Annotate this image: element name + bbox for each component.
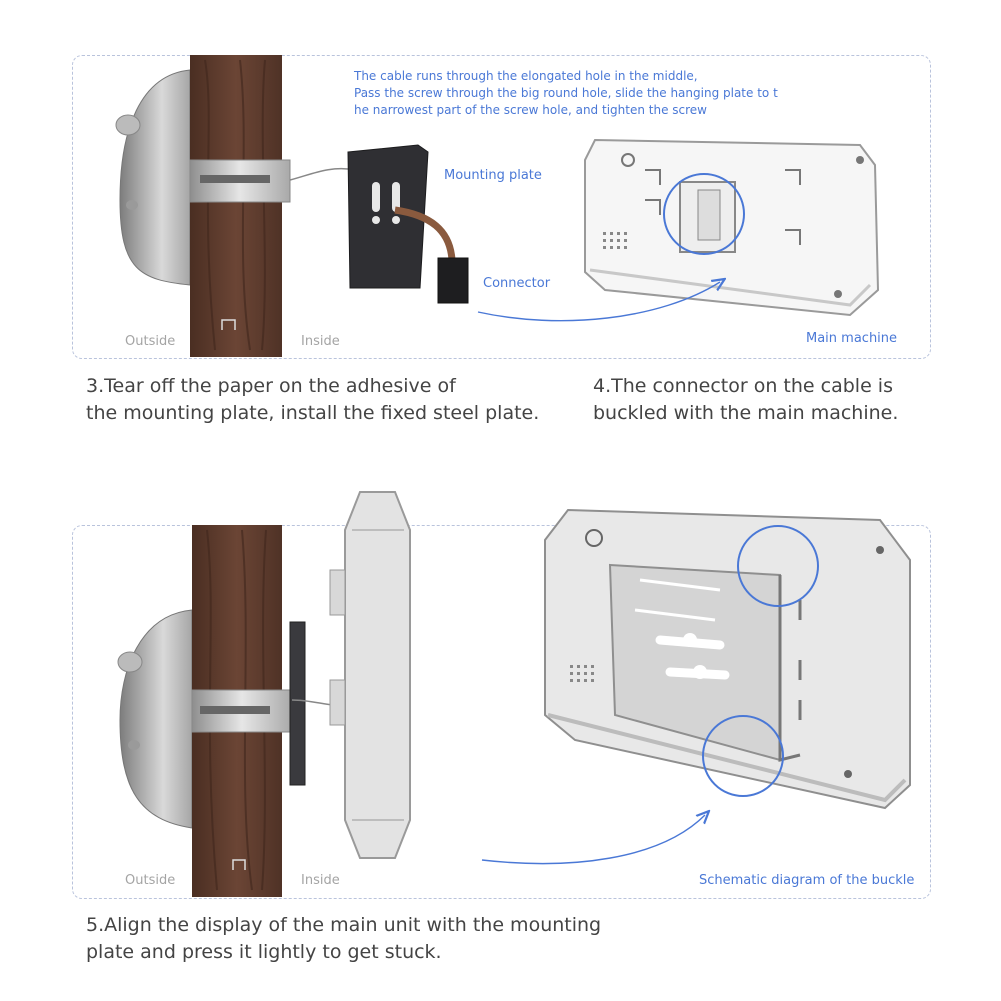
step-3-line-2: the mounting plate, install the fixed st… [86, 402, 540, 424]
buckle-arrow [481, 815, 705, 865]
step-3-line-1: 3.Tear off the paper on the adhesive of [86, 375, 456, 397]
outside-label-top: Outside [125, 334, 176, 349]
connector-label: Connector [483, 276, 551, 291]
mounting-plate-top [347, 144, 469, 304]
step-5-line-2: plate and press it lightly to get stuck. [86, 941, 442, 963]
bottom-instruction-panel [72, 525, 931, 899]
inside-label-bottom: Inside [301, 873, 340, 888]
connector-arrow [477, 282, 720, 322]
mounting-plate-label: Mounting plate [444, 168, 542, 183]
main-machine-label: Main machine [806, 331, 898, 346]
step-3-instruction: 3.Tear off the paper on the adhesive of … [86, 373, 539, 427]
step-4-line-2: buckled with the main machine. [593, 402, 899, 424]
door-with-viewer-top [115, 55, 356, 357]
cable-routing-note: The cable runs through the elongated hol… [354, 68, 794, 119]
note-line-3: he narrowest part of the screw hole, and… [354, 103, 707, 117]
top-instruction-panel [72, 55, 931, 359]
schematic-buckle-label: Schematic diagram of the buckle [699, 873, 915, 888]
step-5-line-1: 5.Align the display of the main unit wit… [86, 914, 602, 936]
outside-label-bottom: Outside [125, 873, 176, 888]
note-line-2: Pass the screw through the big round hol… [354, 86, 778, 100]
inside-label-top: Inside [301, 334, 340, 349]
step-5-instruction: 5.Align the display of the main unit wit… [86, 912, 601, 966]
note-line-1: The cable runs through the elongated hol… [354, 69, 698, 83]
main-machine-top [584, 138, 880, 317]
step-4-line-1: 4.The connector on the cable is [593, 375, 893, 397]
step-4-instruction: 4.The connector on the cable is buckled … [593, 373, 898, 427]
door-with-viewer-bottom [117, 525, 336, 897]
main-machine-back-view [544, 508, 911, 810]
main-unit-side-view [329, 491, 411, 859]
